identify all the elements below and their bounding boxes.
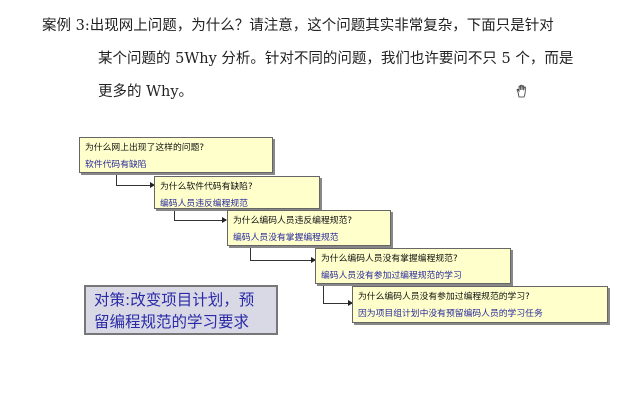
arrow-3-4 — [311, 257, 316, 263]
why-question-2: 为什么软件代码有缺陷? — [160, 182, 253, 192]
why-box-5: 为什么编码人员没有参加过编程规范的学习? 因为项目组计划中没有预留编码人员的学习… — [352, 286, 608, 323]
countermeasure-line-2: 留编程规范的学习要求 — [94, 313, 250, 331]
why-question-4: 为什么编码人员没有掌握编程规范? — [321, 254, 458, 264]
paragraph-line-3: 更多的 Why。 — [98, 84, 194, 100]
countermeasure-line-1: 对策:改变项目计划，预 — [94, 291, 255, 309]
paragraph-line-2: 某个问题的 5Why 分析。针对不同的问题，我们也许要问不只 5 个，而是 — [98, 51, 574, 67]
why-box-3: 为什么编码人员违反编程规范? 编码人员没有掌握编程规范 — [227, 210, 391, 246]
why-box-4: 为什么编码人员没有掌握编程规范? 编码人员没有参加过编程规范的学习 — [315, 248, 511, 284]
why-question-1: 为什么网上出现了这样的问题? — [85, 143, 205, 153]
why-answer-4: 编码人员没有参加过编程规范的学习 — [321, 271, 462, 281]
case-description: 案例 3:出现网上问题，为什么？请注意，这个问题其实非常复杂，下面只是针对 某个… — [42, 10, 622, 109]
why-question-3: 为什么编码人员违反编程规范? — [233, 216, 353, 226]
why-answer-1: 软件代码有缺陷 — [85, 160, 147, 170]
why-question-5: 为什么编码人员没有参加过编程规范的学习? — [358, 292, 530, 302]
arrow-4-5 — [348, 300, 353, 306]
connector-1-2 — [116, 173, 154, 186]
why-box-2: 为什么软件代码有缺陷? 编码人员违反编程规范 — [154, 176, 320, 209]
arrow-1-2 — [150, 182, 155, 188]
paragraph-line-1: 案例 3:出现网上问题，为什么？请注意，这个问题其实非常复杂，下面只是针对 — [42, 18, 554, 34]
why-answer-3: 编码人员没有掌握编程规范 — [233, 233, 339, 243]
why-answer-2: 编码人员违反编程规范 — [160, 199, 248, 209]
why-answer-5: 因为项目组计划中没有预留编码人员的学习任务 — [358, 309, 543, 319]
why-box-1: 为什么网上出现了这样的问题? 软件代码有缺陷 — [79, 137, 273, 173]
connector-3-4 — [250, 246, 315, 261]
countermeasure-box: 对策:改变项目计划，预 留编程规范的学习要求 — [84, 285, 278, 335]
hand-cursor-icon — [516, 84, 526, 98]
connector-4-5 — [323, 284, 352, 304]
arrow-2-3 — [222, 217, 227, 223]
connector-2-3 — [174, 208, 226, 221]
